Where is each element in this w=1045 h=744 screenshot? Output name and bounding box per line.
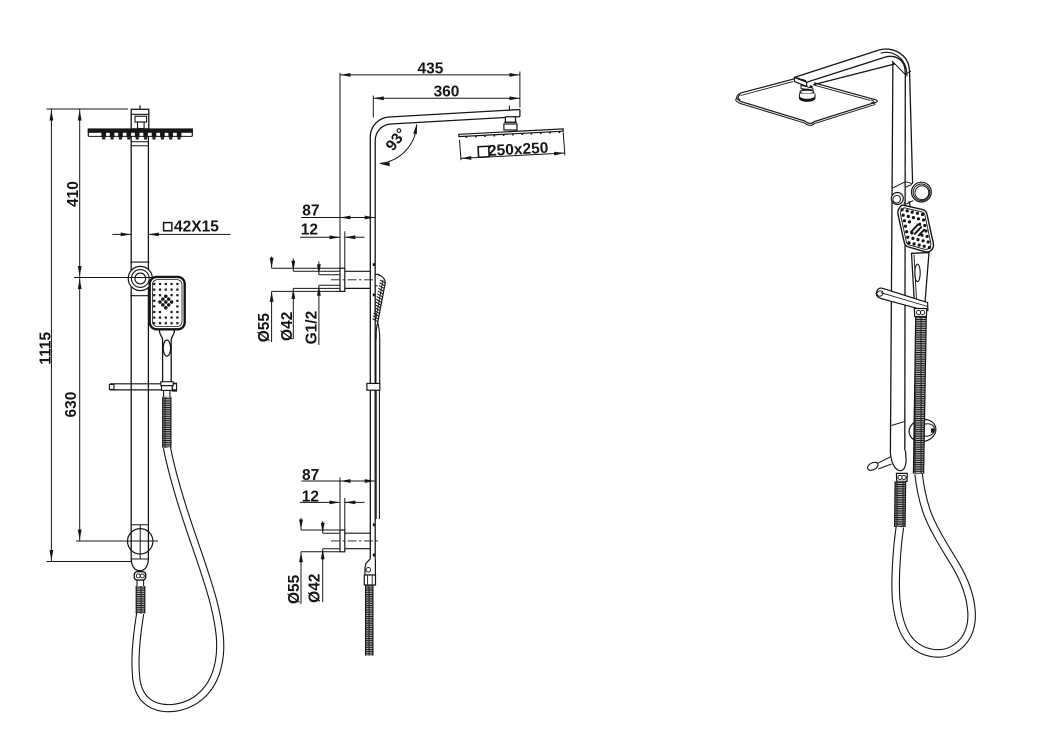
svg-text:87: 87 — [302, 202, 319, 219]
svg-text:12: 12 — [302, 489, 319, 506]
svg-text:250x250: 250x250 — [488, 140, 549, 160]
svg-text:410: 410 — [65, 181, 82, 207]
svg-text:87: 87 — [302, 467, 319, 484]
svg-text:G1/2: G1/2 — [304, 311, 321, 345]
svg-text:42X15: 42X15 — [174, 218, 219, 235]
svg-text:Ø42: Ø42 — [279, 312, 296, 341]
svg-text:435: 435 — [417, 61, 443, 78]
svg-text:Ø42: Ø42 — [307, 574, 324, 603]
svg-text:Ø55: Ø55 — [256, 313, 273, 343]
svg-text:12: 12 — [301, 222, 318, 239]
svg-text:Ø55: Ø55 — [286, 574, 303, 604]
svg-text:630: 630 — [63, 392, 80, 418]
svg-text:360: 360 — [434, 83, 460, 100]
svg-text:1115: 1115 — [38, 332, 55, 365]
